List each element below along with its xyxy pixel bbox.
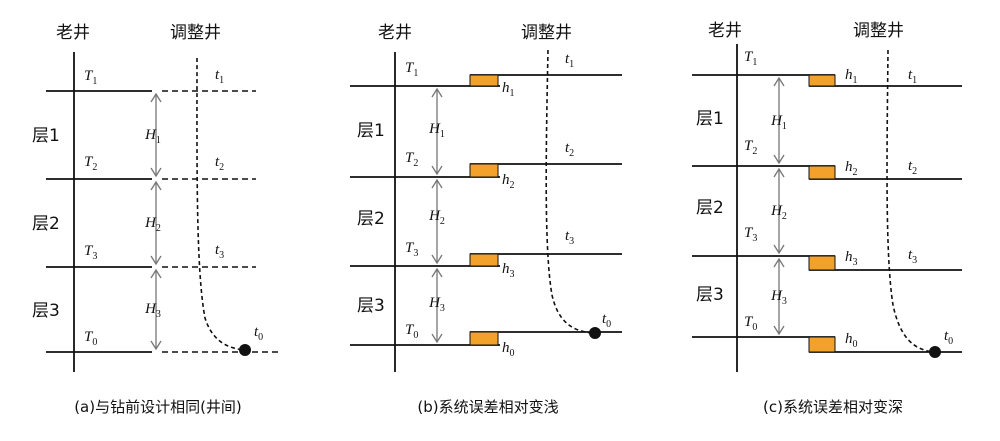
thickness-arrow [431,267,443,344]
T-label: T3 [84,243,97,262]
t-label: t1 [215,67,224,86]
T-label: T3 [405,240,418,259]
layer-label: 层2 [32,214,60,234]
panel-caption: (a)与钻前设计相同(井间) [74,398,242,416]
t-label: t0 [602,311,611,330]
h-label: h0 [845,331,858,350]
thickness-arrow [150,268,162,351]
h-label: h3 [845,249,858,268]
panel-b: 老井 调整井 层1 层2 [350,23,622,416]
t-label: t0 [944,328,953,347]
old-well-title: 老井 [708,21,742,41]
shallow-error-block [469,253,499,267]
H-label: H3 [770,288,787,307]
t-label: t1 [565,51,574,70]
target-point [239,344,251,356]
panel-a: 老井 调整井 层1 层2 层3 T1 T2 [32,23,278,416]
layer-label: 层3 [357,296,385,316]
thickness-arrow [773,76,785,165]
thickness-arrow [773,167,785,255]
layer-label: 层1 [696,109,724,129]
h-label: h1 [502,80,515,99]
adjust-well-trajectory [886,49,935,353]
T-label: T1 [744,49,757,68]
panel-c: 老井 调整井 层1 层2 [692,21,962,416]
layer-label: 层2 [357,209,385,229]
t-label: t3 [565,228,574,247]
t-label: t2 [565,140,574,159]
adjust-well-trajectory [196,57,245,351]
H-label: H3 [428,295,445,314]
T-label: T2 [405,150,418,169]
t-label: t1 [908,67,917,86]
adjust-well-title: 调整井 [853,21,904,41]
thickness-arrow [150,180,162,266]
H-label: H1 [770,113,787,132]
t-label: t2 [215,154,224,173]
t-label: t3 [908,247,917,266]
shallow-error-block [469,331,499,346]
h-label: h2 [845,159,858,178]
thickness-arrow [773,257,785,336]
H-label: H2 [428,208,445,227]
shallow-error-block [469,163,499,178]
T-label: T1 [405,60,418,79]
deep-error-block [808,336,836,353]
T-label: T0 [84,329,97,348]
old-well-title: 老井 [378,23,412,43]
h-label: h1 [845,67,858,86]
deep-error-block [808,255,836,271]
T-label: T0 [405,322,418,341]
adjust-well-title: 调整井 [521,23,572,43]
t-label: t2 [908,158,917,177]
layer-label: 层3 [696,285,724,305]
deep-error-block [808,74,836,87]
t-label: t0 [254,324,263,343]
old-well-title: 老井 [56,23,90,43]
shallow-error-block [469,74,499,87]
adjust-well-title: 调整井 [170,23,221,43]
thickness-arrow [431,178,443,265]
layer-label: 层3 [32,301,60,321]
h-label: h3 [502,261,515,280]
thickness-arrow [431,87,443,176]
panel-caption: (b)系统误差相对变浅 [417,398,558,416]
target-point [589,327,601,339]
target-point [929,346,941,358]
deep-error-block [808,165,836,180]
panel-caption: (c)系统误差相对变深 [763,398,903,416]
layer-label: 层1 [32,126,60,146]
T-label: T0 [744,314,757,333]
T-label: T3 [744,225,757,244]
layer-label: 层2 [696,198,724,218]
H-label: H1 [428,121,445,140]
H-label: H2 [144,215,161,234]
H-label: H3 [144,301,161,320]
T-label: T1 [84,68,97,87]
h-label: h0 [502,340,515,359]
t-label: t3 [215,242,224,261]
h-label: h2 [502,172,515,191]
adjust-well-trajectory [545,49,595,334]
thickness-arrow [150,92,162,178]
T-label: T2 [744,138,757,157]
H-label: H1 [144,127,161,146]
H-label: H2 [770,203,787,222]
layer-label: 层1 [357,121,385,141]
T-label: T2 [84,154,97,173]
